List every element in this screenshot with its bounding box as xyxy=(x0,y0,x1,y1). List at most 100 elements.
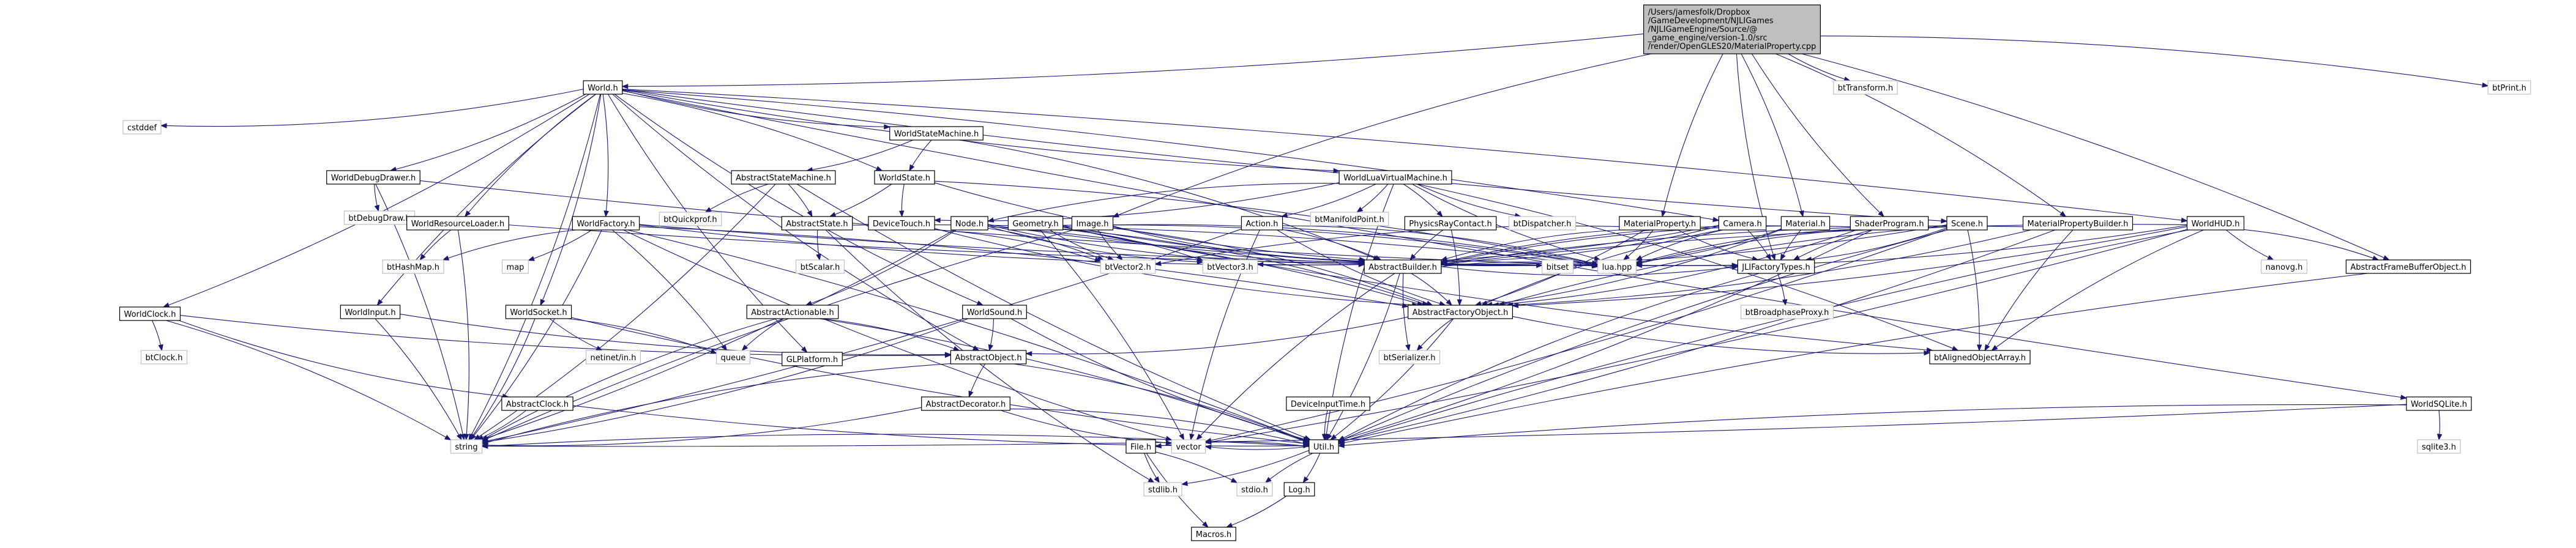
edge-worldluavm-to-btalignedobjectarray xyxy=(1417,183,1958,351)
node-action-h[interactable]: Action.h xyxy=(1241,216,1283,231)
node-worldluavm[interactable]: WorldLuaVirtualMachine.h xyxy=(1338,170,1452,185)
node-glplatform[interactable]: GLPlatform.h xyxy=(782,352,843,366)
edge-worldfactory-to-map xyxy=(528,229,592,261)
node-material-h[interactable]: Material.h xyxy=(1780,216,1831,231)
edge-arrowhead xyxy=(801,346,808,353)
edge-worldhud-to-abstractframebufferobject xyxy=(2244,229,2379,261)
node-worldclock[interactable]: WorldClock.h xyxy=(119,306,181,321)
node-frame xyxy=(1143,482,1182,497)
edge-worldhud-to-btalignedobjectarray xyxy=(1992,229,2204,351)
edge-arrowhead xyxy=(1358,258,1365,264)
node-frame xyxy=(1718,216,1767,231)
edge-arrowhead xyxy=(1337,443,1345,448)
node-label: btPrint.h xyxy=(2492,84,2526,93)
node-label: btQuickprof.h xyxy=(663,215,717,224)
node-btalignedobjectarray[interactable]: btAlignedObjectArray.h xyxy=(1929,350,2031,365)
edge-arrowhead xyxy=(376,298,383,306)
edge-file_h-to-stdio_h xyxy=(1155,451,1238,483)
node-label: DeviceInputTime.h xyxy=(1291,400,1365,409)
node-label: bitset xyxy=(1547,263,1569,272)
node-devicetouch[interactable]: DeviceTouch.h xyxy=(868,216,935,231)
edge-arrowhead xyxy=(1446,299,1453,306)
node-worldstatemachine[interactable]: WorldStateMachine.h xyxy=(889,126,984,141)
node-abstractfactoryobject[interactable]: AbstractFactoryObject.h xyxy=(1408,305,1513,319)
edge-camera_h-to-lua_hpp xyxy=(1636,229,1723,261)
node-label: Log.h xyxy=(1288,486,1310,495)
node-frame xyxy=(450,439,483,454)
edge-arrowhead xyxy=(2372,255,2380,261)
edge-log_h-to-macros_h xyxy=(1226,495,1287,528)
node-physicsraycontact[interactable]: PhysicsRayContact.h xyxy=(1404,216,1497,231)
edge-arrowhead xyxy=(884,124,891,130)
edge-arrowhead xyxy=(829,212,837,217)
edge-arrowhead xyxy=(1405,344,1411,352)
node-abstractclock[interactable]: AbstractClock.h xyxy=(501,396,573,411)
node-camera-h[interactable]: Camera.h xyxy=(1718,216,1767,231)
edge-arrowhead xyxy=(1782,299,1788,306)
node-materialpropertybuilder[interactable]: MaterialPropertyBuilder.h xyxy=(2022,216,2134,231)
edge-arrowhead xyxy=(1793,254,1801,261)
node-label: btBroadphaseProxy.h xyxy=(1745,308,1829,317)
node-frame xyxy=(1541,259,1574,274)
edge-arrowhead xyxy=(1457,299,1463,306)
node-label: AbstractFrameBufferObject.h xyxy=(2350,263,2466,272)
node-root[interactable]: /Users/jamesfolk/Dropbox/GameDevelopment… xyxy=(1643,4,1821,54)
node-deviceinputtime[interactable]: DeviceInputTime.h xyxy=(1286,396,1370,411)
node-worldhud[interactable]: WorldHUD.h xyxy=(2186,216,2245,231)
edge-material_h-to-abstractfactoryobject xyxy=(1486,229,1782,306)
edge-worldstatemachine-to-abstractstatemachine xyxy=(807,139,914,171)
node-util-h[interactable]: Util.h xyxy=(1309,439,1339,454)
node-worldsqlite[interactable]: WorldSQLite.h xyxy=(2406,396,2472,411)
edge-worldstatemachine-to-abstractbuilder xyxy=(960,139,1379,261)
node-worlddebugdrawer[interactable]: WorldDebugDrawer.h xyxy=(326,170,420,185)
node-image-h[interactable]: Image.h xyxy=(1071,216,1114,231)
node-worldinput[interactable]: WorldInput.h xyxy=(340,305,401,319)
node-jlifactorytypes[interactable]: JLIFactoryTypes.h xyxy=(1737,259,1815,274)
node-macros-h[interactable]: Macros.h xyxy=(1191,527,1236,541)
node-label: btScalar.h xyxy=(801,263,840,272)
node-layer: /Users/jamesfolk/Dropbox/GameDevelopment… xyxy=(119,4,2531,541)
edge-physicsraycontact-to-abstractfactoryobject xyxy=(1450,229,1460,306)
node-worldfactory[interactable]: WorldFactory.h xyxy=(572,216,640,231)
node-abstractbuilder[interactable]: AbstractBuilder.h xyxy=(1364,259,1442,274)
edge-arrowhead xyxy=(162,302,170,308)
node-btvector3: btVector3.h xyxy=(1202,259,1258,274)
edge-arrowhead xyxy=(2383,255,2390,261)
node-label: MaterialPropertyBuilder.h xyxy=(2028,220,2129,229)
node-label: Material.h xyxy=(1785,220,1825,229)
edge-geometry_h-to-btvector2 xyxy=(1050,229,1114,261)
node-shaderprogram[interactable]: ShaderProgram.h xyxy=(1850,216,1929,231)
edge-worldsound-to-util_h xyxy=(1010,318,1310,441)
node-abstractstatemachine[interactable]: AbstractStateMachine.h xyxy=(731,170,836,185)
node-label: WorldDebugDrawer.h xyxy=(331,174,416,183)
node-materialproperty[interactable]: MaterialProperty.h xyxy=(1619,216,1701,231)
node-world-h[interactable]: World.h xyxy=(583,80,623,95)
edge-arrowhead xyxy=(710,349,717,354)
edge-root-to-image_h xyxy=(1113,53,1652,218)
edge-root-to-shaderprogram xyxy=(1751,53,1884,217)
edge-arrowhead xyxy=(1780,253,1786,261)
edge-arrowhead xyxy=(1951,346,1959,351)
node-worldsound[interactable]: WorldSound.h xyxy=(962,305,1027,319)
node-abstractdecorator[interactable]: AbstractDecorator.h xyxy=(921,396,1010,411)
node-worldresourceloader[interactable]: WorldResourceLoader.h xyxy=(406,216,509,231)
node-worldstate[interactable]: WorldState.h xyxy=(874,170,935,185)
edge-arrowhead xyxy=(875,166,883,171)
node-file-h[interactable]: File.h xyxy=(1126,439,1156,454)
node-label: WorldStateMachine.h xyxy=(894,130,979,139)
node-abstractobject[interactable]: AbstractObject.h xyxy=(950,350,1027,365)
node-label: AbstractDecorator.h xyxy=(926,400,1006,409)
node-scene-h[interactable]: Scene.h xyxy=(1946,216,1988,231)
node-abstractframebufferobject[interactable]: AbstractFrameBufferObject.h xyxy=(2345,259,2471,274)
node-lua-hpp: lua.hpp xyxy=(1597,259,1637,274)
node-label: Scene.h xyxy=(1951,220,1983,229)
edge-arrowhead xyxy=(1976,344,1982,352)
node-abstractactionable[interactable]: AbstractActionable.h xyxy=(746,305,839,319)
node-node-h[interactable]: Node.h xyxy=(950,216,988,231)
node-abstractstate[interactable]: AbstractState.h xyxy=(781,216,853,231)
node-worldsocket[interactable]: WorldSocket.h xyxy=(505,305,572,319)
node-log-h[interactable]: Log.h xyxy=(1283,482,1315,497)
node-frame xyxy=(1241,216,1283,231)
node-label: WorldResourceLoader.h xyxy=(411,220,505,229)
node-geometry-h[interactable]: Geometry.h xyxy=(1007,216,1064,231)
